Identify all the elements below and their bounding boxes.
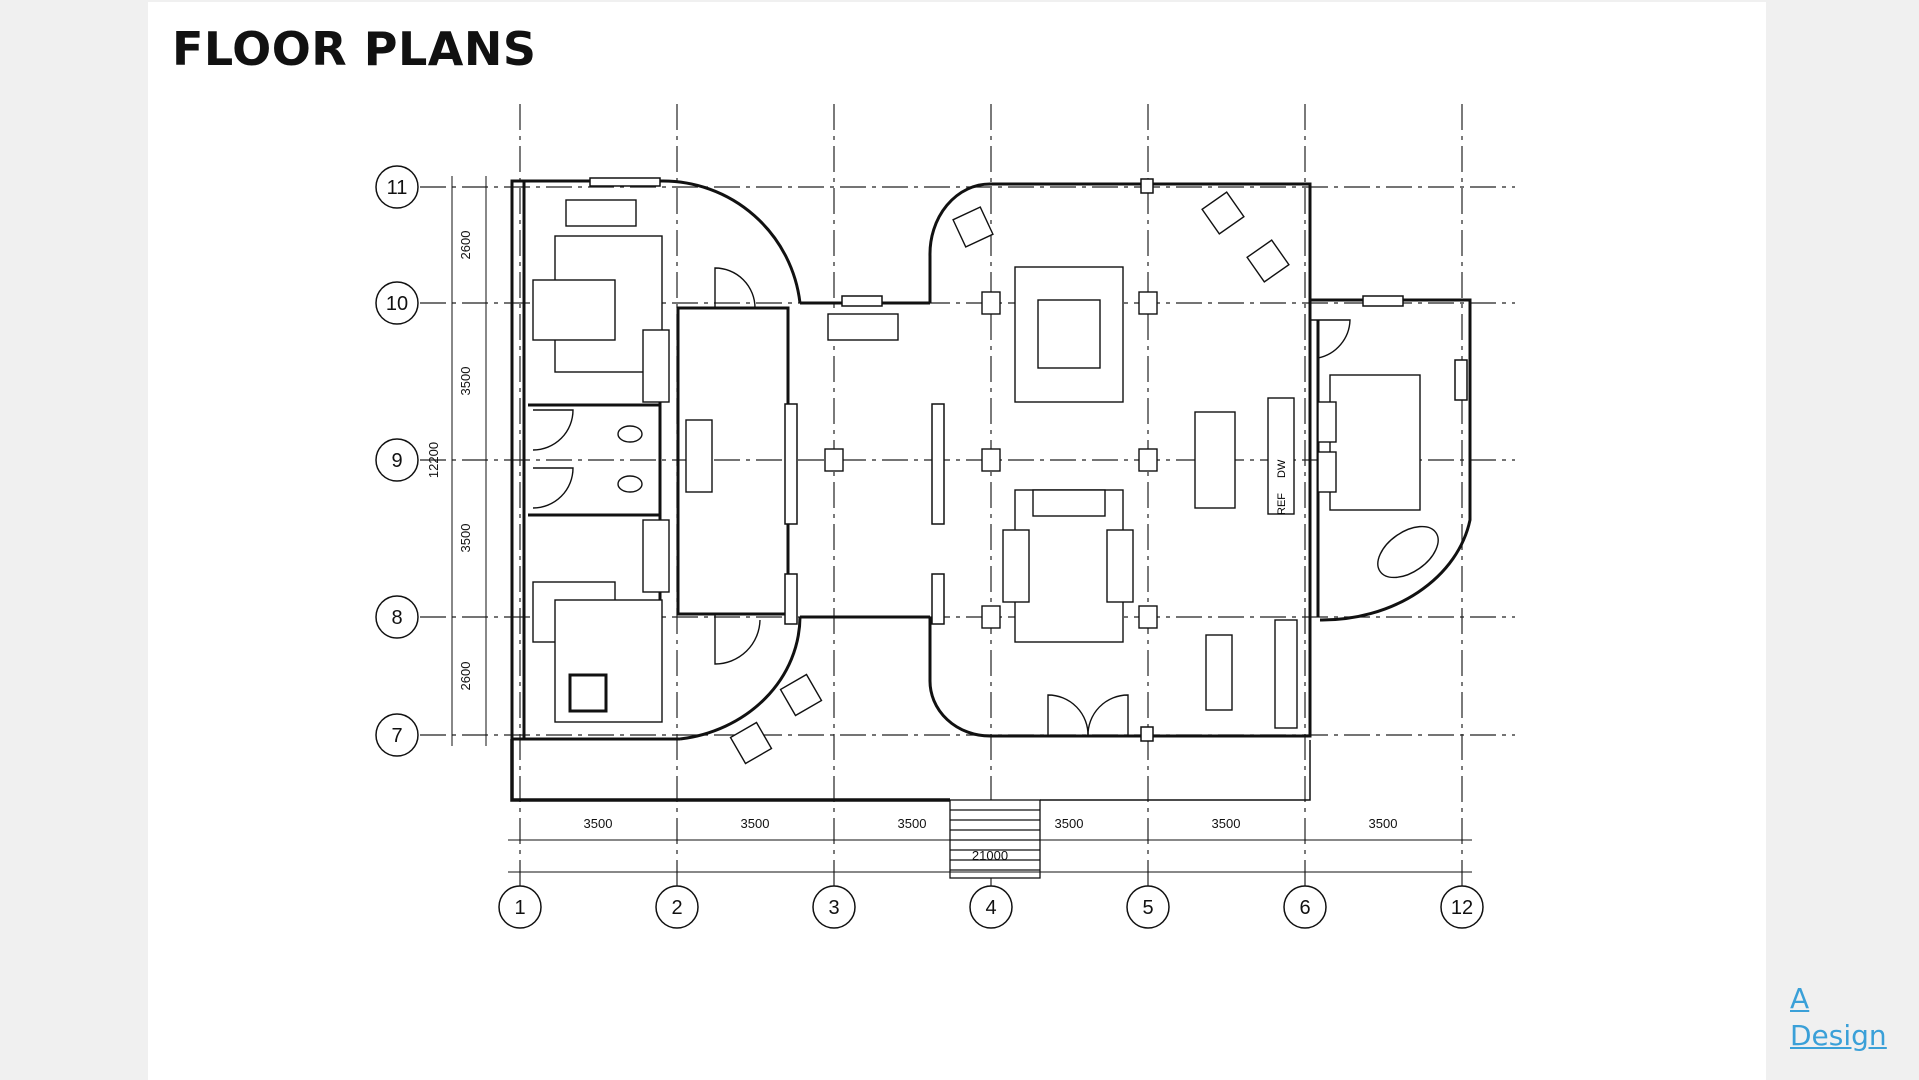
grid-label: 8 [391, 607, 402, 629]
dim-label: 3500 [741, 816, 770, 831]
ref-label: REF [1276, 493, 1288, 515]
dim-label: 3500 [584, 816, 613, 831]
dim-label: 2600 [458, 231, 473, 260]
dw-label: DW [1276, 459, 1288, 478]
walls [510, 179, 1472, 802]
dim-label: 3500 [458, 367, 473, 396]
dim-label: 3500 [1212, 816, 1241, 831]
brand-line-2: Design [1790, 1019, 1887, 1052]
furniture [532, 191, 1439, 765]
dim-total: 12200 [426, 442, 441, 478]
columns [824, 291, 1158, 629]
grid-label: 6 [1299, 897, 1310, 919]
grid-bubbles-vertical: 1 2 3 4 5 6 12 [498, 885, 1484, 929]
horizontal-dimensions: 3500 3500 3500 3500 3500 3500 21000 [584, 816, 1398, 863]
dim-label: 2600 [458, 662, 473, 691]
dim-label: 3500 [458, 524, 473, 553]
stairs [949, 799, 1041, 879]
dimension-lines [451, 176, 1472, 873]
vertical-dimensions: 2600 3500 3500 2600 12200 [426, 231, 473, 691]
grid-label: 11 [387, 177, 408, 199]
grid-label: 4 [985, 897, 996, 919]
grid-label: 12 [1451, 897, 1473, 919]
grid-label: 7 [391, 725, 402, 747]
windows [589, 177, 1468, 742]
grid-label: 2 [671, 897, 682, 919]
page-title: FLOOR PLANS [172, 22, 537, 76]
grid-label: 3 [828, 897, 839, 919]
grid-bubbles-horizontal: 11 10 9 8 7 [375, 165, 419, 757]
brand-link[interactable]: A Design [1790, 980, 1887, 1054]
dim-total: 21000 [972, 848, 1008, 863]
dim-label: 3500 [1369, 816, 1398, 831]
grid-label: 5 [1142, 897, 1153, 919]
grid-label: 1 [514, 897, 525, 919]
brand-line-1: A [1790, 982, 1810, 1015]
grid-label: 9 [391, 450, 402, 472]
grid-label: 10 [386, 293, 408, 315]
dim-label: 3500 [1055, 816, 1084, 831]
dim-label: 3500 [898, 816, 927, 831]
doors [532, 267, 1351, 737]
